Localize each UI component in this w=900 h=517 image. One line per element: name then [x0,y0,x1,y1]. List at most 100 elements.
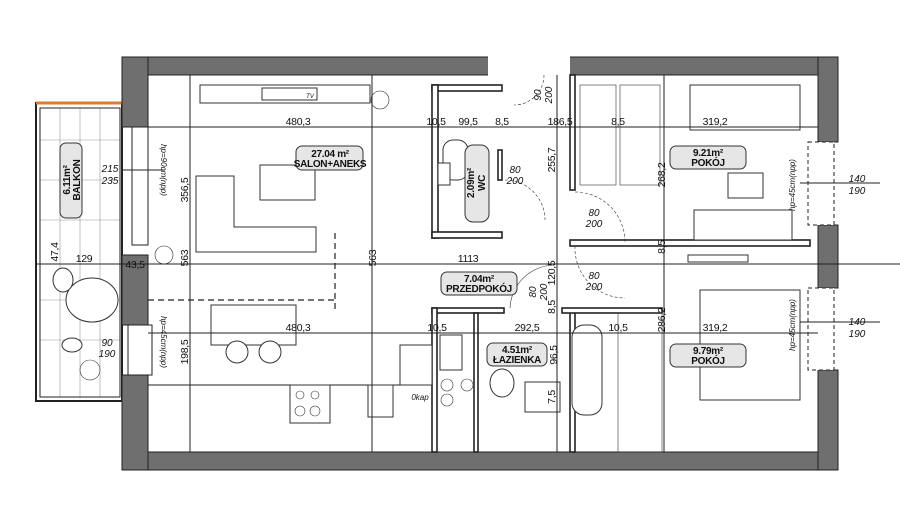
door-width: 80 [588,271,600,282]
dim-label: 7,5 [546,390,558,404]
doors [504,74,626,309]
door-width: 80 [588,208,600,219]
tv-label: TV [306,94,315,100]
door-width: 215 [101,164,119,175]
balcony-chair [61,337,83,353]
room-label-przedpokoj: 7.04m² PRZEDPOKÓJ [440,271,518,296]
door-height: 235 [101,176,119,187]
dim-label: 99,5 [458,116,478,128]
door-height: 200 [506,176,524,187]
dim-label: 480,3 [286,322,311,334]
room-name: ŁAZIENKA [493,355,541,366]
room-name: POKÓJ [691,156,725,169]
dim-label: 10,5 [426,116,446,128]
tv [261,87,318,101]
room-label-salon: 27.04 m² SALON+ANEKS [294,145,367,171]
dim-label: 319,2 [703,116,728,128]
dim-label: 10,5 [608,322,628,334]
window-height: 190 [849,186,866,197]
room-name: WC [477,175,488,191]
door-width: 80 [528,286,539,298]
dim-label: 286,2 [656,307,668,332]
kitchen-sink [399,344,433,386]
window-height: 190 [849,329,866,340]
room-area: 9.79m² [693,346,724,357]
dim-label: 563 [179,249,191,266]
washing-machine [439,334,463,371]
window-width: 90 [101,338,113,349]
dim-label: 8,5 [611,116,625,128]
sill-height: hp=45cm(npp) [159,316,168,368]
tv [687,254,749,263]
door-height: 200 [544,86,555,104]
room-area: 9.21m² [693,148,724,159]
room-name: PRZEDPOKÓJ [446,282,512,295]
dim-label: 292,5 [515,322,540,334]
room-area: 27.04 m² [311,149,350,160]
dim-label: 8,5 [495,116,509,128]
bathtub [571,324,603,416]
wc-sink [437,162,451,186]
door-height: 200 [539,283,550,301]
toilet [489,368,515,398]
dim-label: 480,3 [286,116,311,128]
light-icon [154,245,174,265]
dim-label: 10,5 [427,322,447,334]
sofa [195,175,317,253]
room-area: 7.04m² [464,274,495,285]
dining-table [210,304,297,346]
balcony-chair [52,267,74,293]
sill-height: hp=45cm(npp) [788,159,797,211]
window-width: 140 [849,317,866,328]
sill-height: hp=45cm(npp) [788,299,797,351]
dim-label: 198,5 [179,339,191,364]
dim-label: 43,5 [125,259,145,271]
room-area: 6.11m² [62,164,73,194]
dim-label: 255,7 [546,147,558,172]
dim-label: 129 [76,253,93,265]
dim-label: 1113 [458,253,479,265]
balcony-table [65,277,119,323]
door-height: 200 [585,282,603,293]
room-area: 4.51m² [502,345,533,356]
room-label-lazienka: 4.51m² ŁAZIENKA [486,342,548,367]
dim-label: 563 [367,249,379,266]
dim-label: 8,5 [656,240,668,254]
coffee-table [259,164,316,201]
door-width: 80 [509,165,521,176]
plant-icon [79,359,101,381]
kap-label: 0kap [411,393,429,402]
dim-label: 120,5 [546,260,558,285]
dim-label: 8,5 [546,300,558,314]
cooktop [289,384,331,424]
outer-walls [121,54,839,471]
sill-height: hp=90cm(npp) [159,144,168,196]
dim-label: 96,5 [548,345,560,365]
window-width: 140 [849,174,866,185]
dim-label: 186,5 [548,116,573,128]
dimension-labels: 480,3 10,5 99,5 8,5 186,5 8,5 319,2 480,… [49,116,728,404]
room-name: POKÓJ [691,354,725,367]
chair [727,172,764,199]
dimension-lines [36,75,900,452]
dim-label: 356,5 [179,177,191,202]
door-height: 200 [585,219,603,230]
room-label-wc: 2.09m² WC [464,144,490,223]
room-area: 2.09m² [466,167,477,198]
chair [258,340,282,364]
room-label-pokoj-2: 9.79m² POKÓJ [669,343,747,368]
room-name: BALKON [72,159,83,200]
light-icon [370,90,390,110]
opening-labels: 215 235 90 190 80 200 80 200 80 200 80 2… [99,86,866,402]
room-label-balkon: 6.11m² BALKON [59,142,83,219]
bath-sink [524,381,561,413]
dim-label: 47,4 [49,242,61,262]
room-name: SALON+ANEKS [294,159,367,170]
bed [689,84,801,131]
dim-label: 268,2 [656,162,668,187]
desk [693,209,793,241]
chair [225,340,249,364]
dim-label: 319,2 [703,322,728,334]
window-height: 190 [99,349,116,360]
